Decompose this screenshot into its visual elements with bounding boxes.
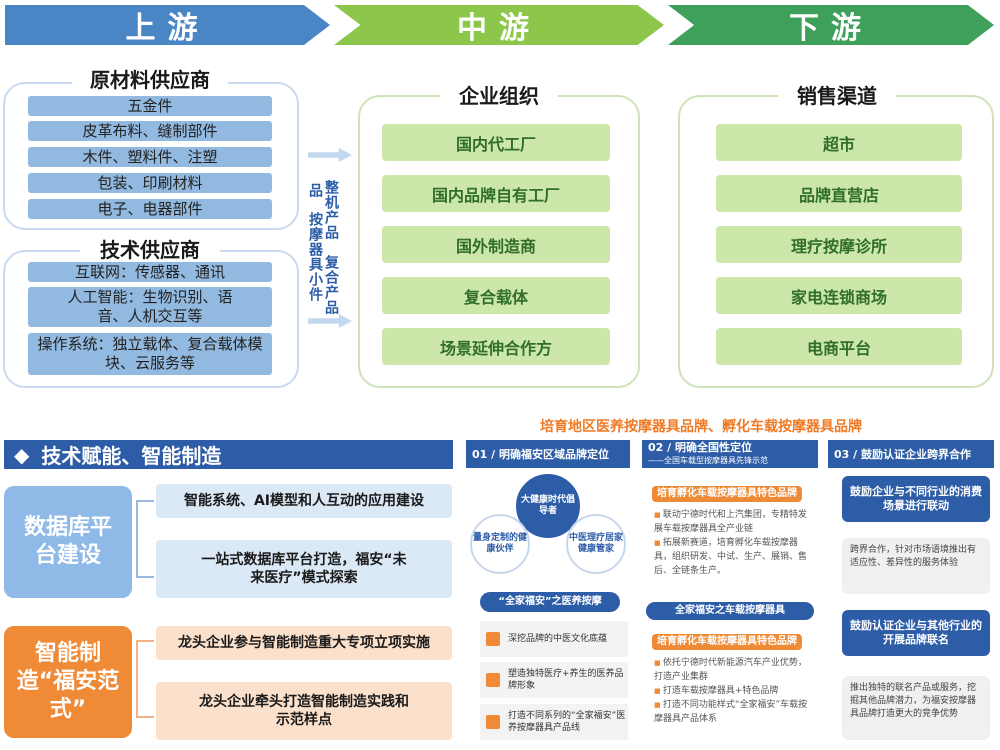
col2-mid-banner: 全家福安之车载按摩器具	[646, 602, 814, 620]
col1-row-text: 塑造独特医疗+养生的医养品牌形象	[508, 669, 624, 691]
bracket	[136, 640, 154, 718]
flow-arrow-icon	[308, 314, 352, 328]
raw-item: 电子、电器部件	[28, 199, 272, 219]
mid-item: 场景延伸合作方	[382, 328, 610, 365]
right-circle: 中医理疗居家健康管家	[566, 514, 626, 574]
col2-list1-item: 联动宁德时代和上汽集团，专精特发展车载按摩器具全产业链	[654, 508, 814, 536]
col2-list1: 联动宁德时代和上汽集团，专精特发展车载按摩器具全产业链 拓展新赛道，培育孵化车载…	[654, 508, 814, 578]
person-icon	[486, 715, 500, 729]
raw-item: 包装、印刷材料	[28, 173, 272, 193]
midstream-band: 中游	[334, 5, 664, 45]
col3-badge1: 鼓励企业与不同行业的消费场景进行联动	[842, 476, 990, 522]
col2-list2-item: 打造车载按摩器具+特色品牌	[654, 684, 814, 698]
flow-label: 整机产品	[323, 180, 339, 240]
diamond-icon: ◆	[14, 442, 30, 467]
tech-item: 互联网：传感器、通讯	[28, 262, 272, 282]
smart-manufacturing-block: 智能制造“福安范式”	[4, 626, 132, 738]
database-item: 智能系统、AI模型和人互动的应用建设	[156, 484, 452, 518]
col2-badge2: 培育孵化车载按摩器具特色品牌	[652, 634, 802, 650]
down-item: 品牌直营店	[716, 175, 962, 212]
col2-head-text: 02 / 明确全国性定位	[648, 441, 752, 454]
tech-section-header: ◆ 技术赋能、智能制造	[4, 440, 453, 469]
database-item: 一站式数据库平台打造，福安“未来医疗”模式探索	[156, 540, 452, 598]
col2-list2: 依托宁德时代新能源汽车产业优势，打造产业集群 打造车载按摩器具+特色品牌 打造不…	[654, 656, 814, 726]
mid-item: 国内代工厂	[382, 124, 610, 161]
down-item: 理疗按摩诊所	[716, 226, 962, 263]
smart-item: 龙头企业牵头打造智能制造实践和示范样点	[156, 682, 452, 740]
downstream-title: 销售渠道	[778, 80, 896, 109]
brand-col3-head: 03 / 鼓励认证企业跨界合作	[828, 440, 994, 468]
raw-item: 木件、塑料件、注塑	[28, 147, 272, 167]
raw-item: 皮革布料、缝制部件	[28, 121, 272, 141]
col1-row: 深挖品牌的中医文化底蕴	[480, 621, 628, 657]
col1-row-text: 深挖品牌的中医文化底蕴	[508, 634, 608, 644]
down-item: 超市	[716, 124, 962, 161]
brand-col1-head: 01 / 明确福安区域品牌定位	[466, 440, 630, 468]
col1-row-text: 打造不同系列的“全家福安”医养按摩器具产品线	[508, 711, 626, 733]
flow-label: 复合产品	[323, 255, 339, 315]
doc-icon	[486, 632, 500, 646]
raw-material-title: 原材料供应商	[72, 64, 228, 93]
bracket	[136, 500, 154, 578]
mid-item: 国内品牌自有工厂	[382, 175, 610, 212]
raw-item: 五金件	[28, 96, 272, 116]
tech-item: 操作系统：独立载体、复合载体模块、云服务等	[28, 333, 272, 375]
col2-list2-item: 打造不同功能样式“全家福安”车载按摩器具产品体系	[654, 698, 814, 726]
center-circle: 大健康时代倡导者	[516, 474, 580, 538]
database-block: 数据库平台建设	[4, 486, 132, 598]
brand-section-title: 培育地区医养按摩器具品牌、孵化车载按摩器具品牌	[540, 419, 862, 435]
midstream-title: 企业组织	[440, 80, 558, 109]
col3-badge2: 鼓励认证企业与其他行业的开展品牌联名	[842, 610, 990, 656]
col3-text1: 跨界合作，针对市场语境推出有适应性、差异性的服务体验	[842, 538, 990, 594]
mid-item: 复合载体	[382, 277, 610, 314]
col3-text2: 推出独特的联名产品或服务，挖掘其他品牌潜力，为福安按摩器具品牌打造更大的竞争优势	[842, 676, 990, 740]
flow-label: 按摩器具小件	[307, 212, 323, 302]
col3-head-text: 03 / 鼓励认证企业跨界合作	[834, 447, 971, 461]
tech-supplier-title: 技术供应商	[80, 234, 220, 263]
smart-item: 龙头企业参与智能制造重大专项立项实施	[156, 626, 452, 660]
tech-item: 人工智能：生物识别、语音、人机交互等	[28, 287, 272, 327]
col2-badge1: 培育孵化车载按摩器具特色品牌	[652, 486, 802, 502]
col1-row: 打造不同系列的“全家福安”医养按摩器具产品线	[480, 704, 628, 740]
down-item: 家电连锁商场	[716, 277, 962, 314]
col1-banner: “全家福安”之医养按摩	[480, 592, 620, 612]
col1-head-text: 01 / 明确福安区域品牌定位	[472, 447, 609, 461]
flow-arrow-icon	[308, 148, 352, 162]
col2-list1-item: 拓展新赛道，培育孵化车载按摩器具，组织研发、中试、生产、展销、售后、全链条生产。	[654, 536, 814, 578]
downstream-band: 下游	[668, 5, 994, 45]
mid-item: 国外制造商	[382, 226, 610, 263]
col2-subhead: ——全国车载型按摩器具先锋示范	[648, 456, 768, 465]
flow-label: 品	[307, 183, 323, 198]
gift-icon	[486, 673, 500, 687]
tech-section-title: 技术赋能、智能制造	[41, 444, 222, 468]
brand-col2-head: 02 / 明确全国性定位 ——全国车载型按摩器具先锋示范	[642, 440, 818, 468]
down-item: 电商平台	[716, 328, 962, 365]
col1-row: 塑造独特医疗+养生的医养品牌形象	[480, 662, 628, 698]
upstream-band: 上游	[5, 5, 330, 45]
col2-list2-item: 依托宁德时代新能源汽车产业优势，打造产业集群	[654, 656, 814, 684]
left-circle: 量身定制的健康伙伴	[470, 514, 530, 574]
